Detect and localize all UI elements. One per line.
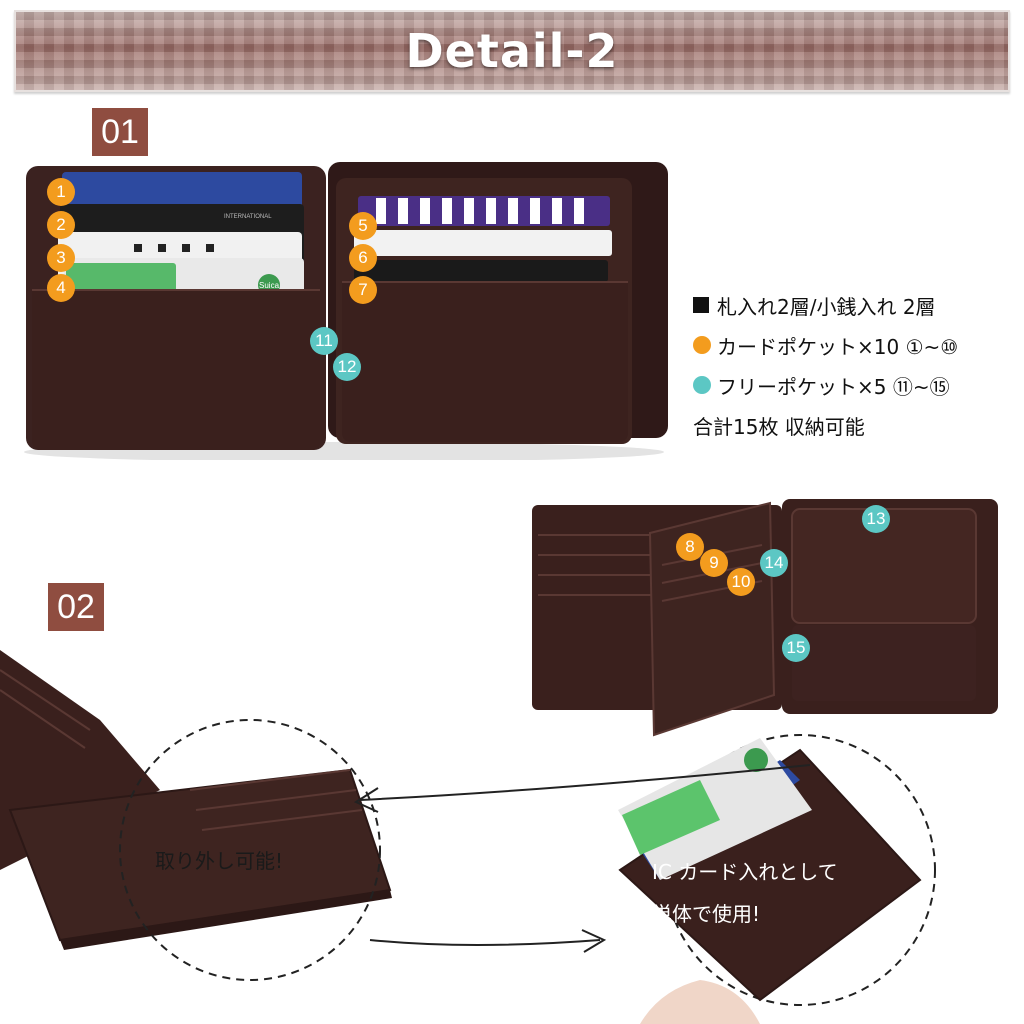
legend-text-total: 合計15枚 収納可能 xyxy=(693,414,865,439)
marker-7: 7 xyxy=(349,276,377,304)
marker-6: 6 xyxy=(349,244,377,272)
legend-text-free-pockets: フリーポケット×5 ⑪~⑮ xyxy=(717,374,950,399)
feature-legend: 札入れ2層/小銭入れ 2層 カードポケット×10 ①~⑩ フリーポケット×5 ⑪… xyxy=(693,285,1013,445)
marker-10: 10 xyxy=(727,568,755,596)
legend-row-card-pockets: カードポケット×10 ①~⑩ xyxy=(693,325,1013,365)
marker-2: 2 xyxy=(47,211,75,239)
cyan-circle-icon xyxy=(693,376,711,394)
detachable-illustration xyxy=(0,640,1024,1024)
wallet-open-image: INTERNATIONAL Suica xyxy=(24,160,670,460)
marker-13: 13 xyxy=(862,505,890,533)
card-international-text: INTERNATIONAL xyxy=(224,214,272,220)
marker-11: 11 xyxy=(310,327,338,355)
marker-9: 9 xyxy=(700,549,728,577)
caption-detachable: 取り外し可能! xyxy=(155,849,284,873)
card-suica-text: Suica xyxy=(259,281,280,290)
marker-8: 8 xyxy=(676,533,704,561)
black-square-icon xyxy=(693,297,709,313)
banner-title: Detail-2 xyxy=(405,24,619,78)
section-label-02: 02 xyxy=(48,583,104,631)
legend-text-bill-coin: 札入れ2層/小銭入れ 2層 xyxy=(717,294,936,319)
legend-text-card-pockets: カードポケット×10 ①~⑩ xyxy=(717,334,959,359)
legend-row-free-pockets: フリーポケット×5 ⑪~⑮ xyxy=(693,365,1013,405)
marker-14: 14 xyxy=(760,549,788,577)
marker-3: 3 xyxy=(47,244,75,272)
legend-row-total: 合計15枚 収納可能 xyxy=(693,405,1013,445)
caption-ic-line1: IC カード入れとして xyxy=(652,860,838,884)
orange-circle-icon xyxy=(693,336,711,354)
section-label-01: 01 xyxy=(92,108,148,156)
header-banner: Detail-2 xyxy=(14,10,1010,92)
caption-ic-line2: 単体で使用! xyxy=(652,902,761,926)
marker-4: 4 xyxy=(47,274,75,302)
legend-row-bill-coin: 札入れ2層/小銭入れ 2層 xyxy=(693,285,1013,325)
marker-1: 1 xyxy=(47,178,75,206)
marker-5: 5 xyxy=(349,212,377,240)
marker-12: 12 xyxy=(333,353,361,381)
marker-15: 15 xyxy=(782,634,810,662)
